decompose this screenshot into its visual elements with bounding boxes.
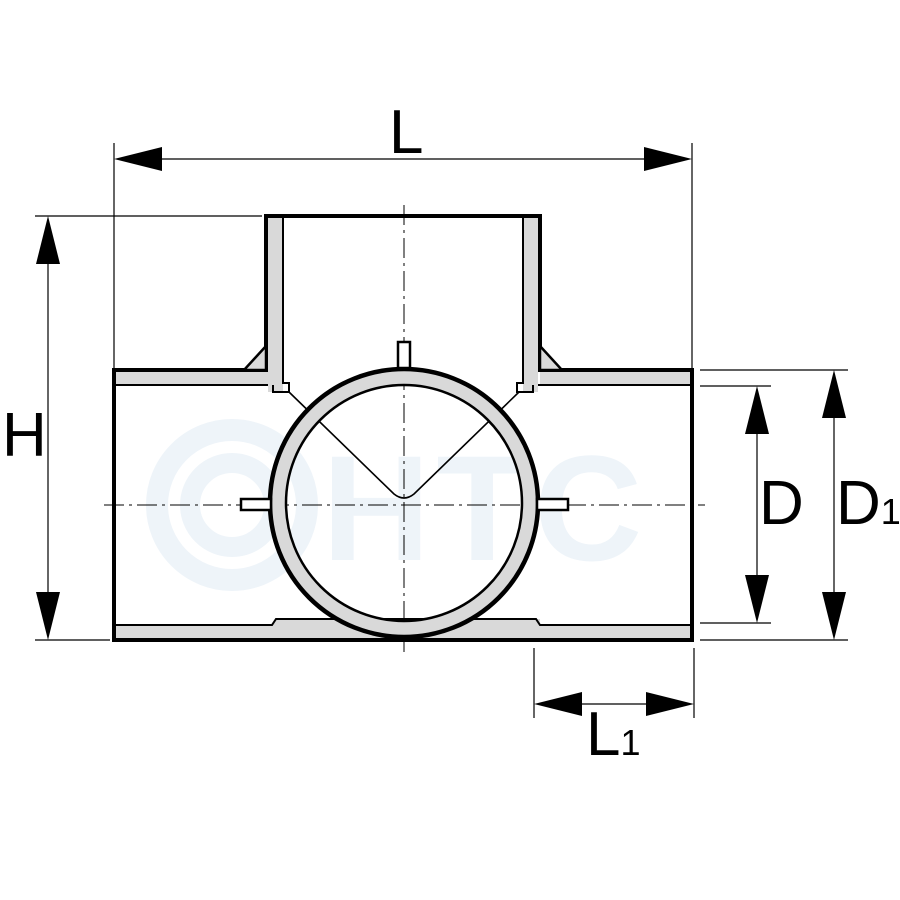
tee-body (112, 214, 694, 642)
label-inner-diameter: D (759, 469, 804, 538)
internal-flow-lines (288, 391, 520, 499)
extension-lines (35, 143, 848, 718)
label-length: L (389, 98, 423, 167)
label-outer-diameter: D1 (836, 469, 900, 538)
label-socket-length-main: L (586, 700, 620, 769)
dimension-labels: L H D D1 L1 (2, 98, 900, 769)
label-outer-diameter-main: D (836, 469, 881, 538)
watermark-logo: HTC (146, 419, 648, 592)
ring-tabs (239, 340, 570, 512)
label-socket-length: L1 (586, 700, 641, 769)
dimension-lines (36, 147, 846, 716)
label-outer-diameter-sub: 1 (881, 491, 900, 532)
label-socket-length-sub: 1 (620, 722, 640, 763)
label-height: H (2, 401, 47, 470)
watermark-text: HTC (322, 424, 648, 592)
center-lines (104, 205, 705, 652)
